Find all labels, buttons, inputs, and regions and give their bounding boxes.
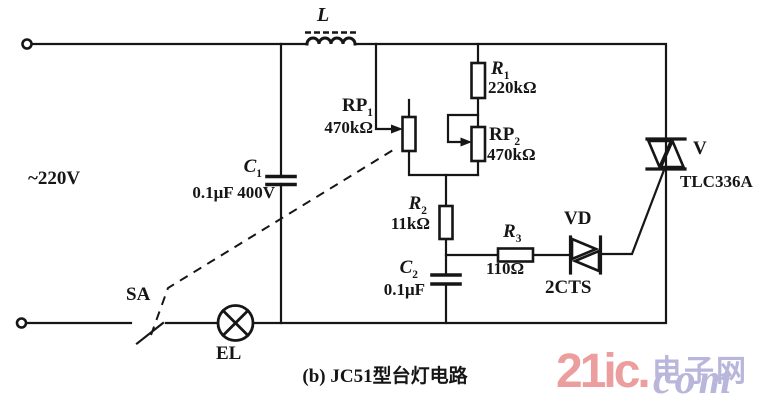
rp1-wiper-arrow [391, 124, 403, 134]
resistor-r3-symbol [496, 247, 535, 263]
label-rp2-value: 470kΩ [487, 145, 536, 164]
watermark-brand: 21ic. [556, 345, 651, 398]
label-v-value: TLC336A [680, 172, 753, 191]
label-r3: R3 [503, 221, 522, 245]
watermark: 21ic. com 电子网 [556, 343, 779, 402]
label-r1-value: 220kΩ [488, 78, 537, 97]
label-r1: R1 [491, 58, 510, 82]
label-r2-value: 11kΩ [390, 214, 430, 233]
label-l: L [317, 4, 330, 26]
label-v: V [693, 138, 707, 159]
lamp-el-symbol [216, 304, 255, 342]
watermark-domain: com [653, 357, 735, 402]
label-c1: C1 [243, 156, 262, 180]
terminal-bottom-icon [15, 317, 28, 329]
triac-v-symbol [645, 137, 687, 171]
label-c2-value: 0.1μF [383, 280, 425, 299]
label-r3-value: 110Ω [486, 259, 525, 278]
capacitor-c2-symbol [430, 273, 462, 286]
resistor-r2-symbol [438, 204, 454, 241]
label-source-voltage: ~220V [28, 168, 81, 189]
diac-vd-symbol [568, 235, 603, 275]
rp2-wiper-arrow [460, 137, 472, 147]
watermark-cn-text: 电子网 [652, 355, 748, 388]
label-el: EL [216, 343, 242, 364]
switch-sa-symbol [135, 321, 165, 346]
label-rp2: RP2 [489, 124, 521, 148]
capacitor-c1-symbol [265, 174, 297, 187]
figure-caption: (b) JC51型台灯电路 [302, 366, 468, 387]
resistor-r1-symbol [470, 61, 487, 100]
mechanical-link-dashed [150, 146, 399, 336]
switch-blade [135, 321, 165, 346]
label-r2: R2 [408, 193, 427, 217]
potentiometer-rp2-symbol [460, 125, 487, 163]
label-rp1-value: 470kΩ [324, 118, 373, 137]
potentiometer-rp1-symbol [391, 115, 417, 153]
label-sa: SA [126, 284, 151, 305]
label-vd: VD [564, 208, 592, 229]
inductor-l-symbol [305, 31, 357, 46]
terminal-top-icon [21, 38, 33, 50]
label-c1-value: 0.1μF 400V [192, 183, 275, 202]
label-c2: C2 [399, 257, 418, 281]
label-vd-value: 2CTS [545, 277, 592, 298]
label-rp1: RP1 [341, 95, 373, 119]
circuit-wires [24, 42, 668, 325]
